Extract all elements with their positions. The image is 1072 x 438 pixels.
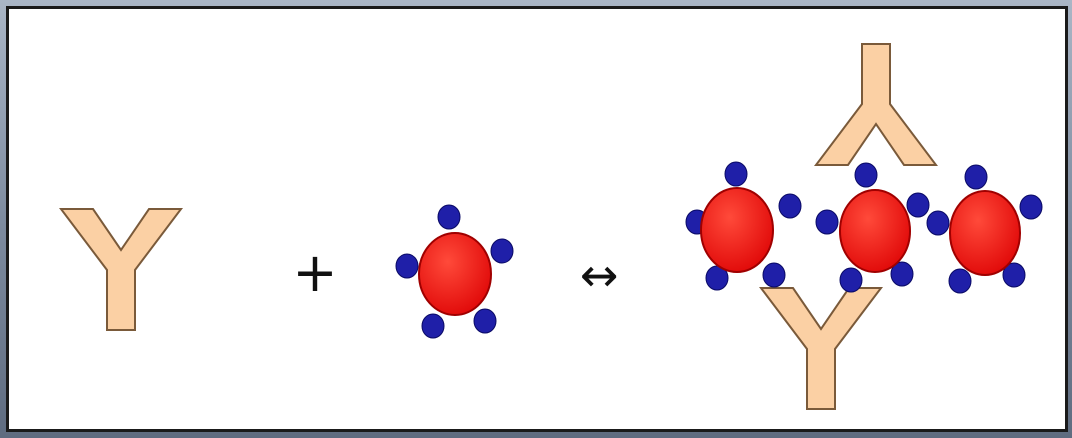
epitope-dot bbox=[839, 267, 863, 293]
epitope-dot bbox=[395, 253, 419, 279]
epitope-dot bbox=[1019, 194, 1043, 220]
epitope-dot bbox=[778, 193, 802, 219]
antigen-antibody-diagram: + ↔ bbox=[58, 43, 1043, 410]
antigen-core bbox=[418, 232, 492, 316]
equilibrium-arrow: ↔ bbox=[580, 248, 619, 302]
antibody-top bbox=[813, 43, 939, 166]
antigen-middle bbox=[395, 204, 514, 339]
epitope-dot bbox=[762, 262, 786, 288]
epitope-dot bbox=[926, 210, 950, 236]
epitope-dot bbox=[421, 313, 445, 339]
antibody-bottom bbox=[758, 287, 884, 410]
antigen-complex-3 bbox=[926, 164, 1043, 294]
antibody-body bbox=[758, 287, 884, 410]
antibody-body bbox=[58, 208, 184, 331]
epitope-dot bbox=[1002, 262, 1026, 288]
epitope-dot bbox=[948, 268, 972, 294]
epitope-dot bbox=[473, 308, 497, 334]
epitope-dot bbox=[490, 238, 514, 264]
antigen-complex-1 bbox=[685, 161, 802, 291]
epitope-dot bbox=[906, 192, 930, 218]
antigen-core bbox=[700, 187, 774, 273]
diagram-panel: + ↔ bbox=[6, 6, 1068, 432]
antibody-left bbox=[58, 208, 184, 331]
epitope-dot bbox=[724, 161, 748, 187]
antigen-core bbox=[949, 190, 1021, 276]
antibody-body bbox=[813, 43, 939, 166]
epitope-dot bbox=[815, 209, 839, 235]
epitope-dot bbox=[854, 162, 878, 188]
epitope-dot bbox=[964, 164, 988, 190]
antigen-complex-2 bbox=[815, 162, 930, 293]
antigen-core bbox=[839, 189, 911, 273]
epitope-dot bbox=[890, 261, 914, 287]
epitope-dot bbox=[437, 204, 461, 230]
plus-sign: + bbox=[292, 241, 337, 304]
